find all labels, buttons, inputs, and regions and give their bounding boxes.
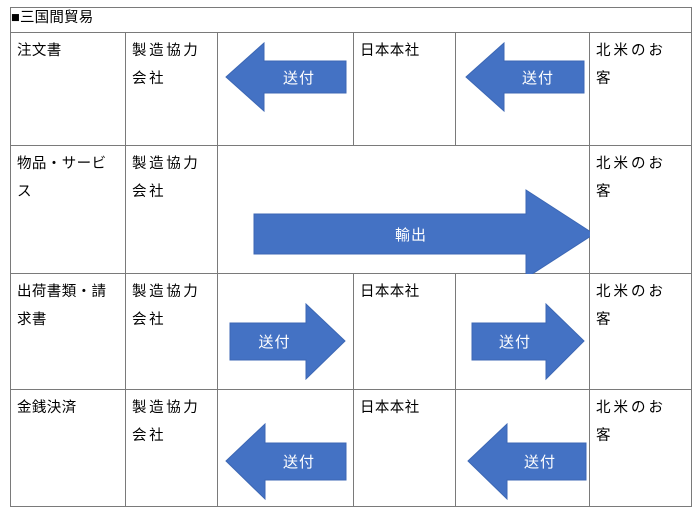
party-left-label-line1: 製造協力 — [132, 43, 201, 59]
flow-type-label: 金銭決済 — [17, 400, 77, 416]
flow-type-cell: 出荷書類・請 求書 — [10, 273, 126, 390]
party-left-label-line2: 会社 — [132, 71, 167, 87]
party-left-label-line2: 会社 — [132, 312, 167, 328]
arrow-right-container: 送付 — [467, 420, 587, 502]
party-right-label-line1: 北米のお — [596, 284, 666, 300]
party-right-cell: 北米のお 客 — [588, 32, 693, 146]
arrow-left-container: 送付 — [229, 300, 346, 382]
export-arrow-cell: 輸出 — [217, 145, 595, 279]
party-right-label-line2: 客 — [596, 312, 614, 328]
arrow-right-pointing-icon: 送付 — [229, 300, 346, 382]
table-header-row: ■三国間貿易 — [9, 7, 693, 33]
arrow-right-pointing-icon: 送付 — [471, 300, 585, 382]
table-row: 金銭決済 製造協力 会社 送付 — [10, 389, 693, 507]
party-right-label-line1: 北米のお — [596, 400, 666, 416]
party-right-cell: 北米のお 客 — [588, 389, 693, 507]
header-cell: ■三国間貿易 — [9, 7, 693, 33]
arrow-right-cell: 送付 — [455, 389, 590, 507]
arrow-left-pointing-icon: 送付 — [225, 37, 347, 117]
party-left-cell: 製造協力 会社 — [125, 32, 218, 146]
party-right-label-line1: 北米のお — [596, 156, 666, 172]
party-middle-label: 日本本社 — [360, 400, 420, 416]
party-left-label-line2: 会社 — [132, 184, 167, 200]
flow-type-label-line2: 求書 — [17, 312, 47, 328]
party-left-cell: 製造協力 会社 — [125, 145, 218, 274]
party-middle-cell: 日本本社 — [353, 273, 456, 390]
table-row: 物品・サービ ス 製造協力 会社 輸出 — [10, 145, 693, 279]
arrow-left-pointing-icon: 送付 — [225, 420, 347, 502]
party-left-label-line2: 会社 — [132, 428, 167, 444]
party-middle-label: 日本本社 — [360, 43, 420, 59]
flow-type-label-line1: 出荷書類・請 — [17, 284, 107, 300]
party-left-label-line1: 製造協力 — [132, 156, 201, 172]
party-left-label-line1: 製造協力 — [132, 400, 201, 416]
arrow-left-pointing-icon: 送付 — [467, 420, 587, 502]
flow-type-cell: 物品・サービ ス — [10, 145, 126, 274]
party-right-cell: 北米のお 客 — [588, 273, 693, 390]
party-right-label-line2: 客 — [596, 428, 614, 444]
flow-type-cell: 注文書 — [10, 32, 126, 146]
flow-type-label: 注文書 — [17, 43, 62, 59]
arrow-left-container: 送付 — [225, 37, 347, 117]
party-middle-cell: 日本本社 — [353, 389, 456, 507]
flow-type-cell: 金銭決済 — [10, 389, 126, 507]
table-row: 注文書 製造協力 会社 送付 — [10, 32, 693, 146]
export-arrow-label: 輸出 — [394, 227, 427, 244]
export-arrow-container: 輸出 — [253, 188, 595, 280]
flow-type-label-line2: ス — [17, 184, 32, 200]
flow-type-label-line1: 物品・サービ — [17, 156, 107, 172]
party-right-label-line1: 北米のお — [596, 43, 666, 59]
arrow-left-cell: 送付 — [217, 389, 354, 507]
table-row: 出荷書類・請 求書 製造協力 会社 送付 — [10, 273, 693, 390]
arrow-right-pointing-icon: 輸出 — [253, 188, 595, 280]
party-right-label-line2: 客 — [596, 184, 614, 200]
arrow-left-cell: 送付 — [217, 32, 354, 146]
party-right-cell: 北米のお 客 — [588, 145, 693, 274]
party-left-cell: 製造協力 会社 — [125, 273, 218, 390]
export-arrow-host: 輸出 — [218, 146, 595, 279]
party-middle-cell: 日本本社 — [353, 32, 456, 146]
arrow-right-container: 送付 — [465, 37, 585, 117]
page-title: ■三国間貿易 — [11, 10, 94, 26]
arrow-right-cell: 送付 — [455, 32, 590, 146]
party-right-label-line2: 客 — [596, 71, 614, 87]
party-left-label-line1: 製造協力 — [132, 284, 201, 300]
trilateral-trade-table: ■三国間貿易 注文書 製造協力 会社 — [9, 7, 693, 507]
arrow-left-pointing-icon: 送付 — [465, 37, 585, 117]
arrow-right-container: 送付 — [471, 300, 585, 382]
arrow-left-cell: 送付 — [217, 273, 354, 390]
party-middle-label: 日本本社 — [360, 284, 420, 300]
arrow-right-cell: 送付 — [455, 273, 590, 390]
arrow-left-container: 送付 — [225, 420, 347, 502]
party-left-cell: 製造協力 会社 — [125, 389, 218, 507]
